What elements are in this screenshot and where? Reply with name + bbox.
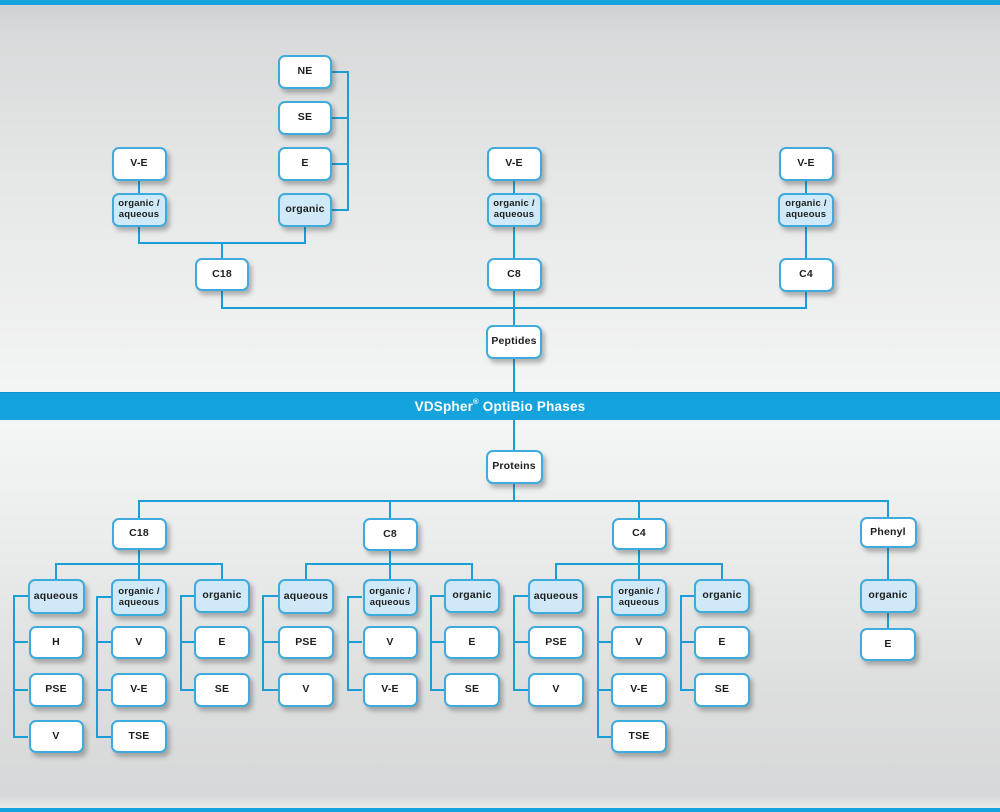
banner-brand: VDSpher xyxy=(414,399,474,414)
top-accent-bar xyxy=(0,0,1000,5)
node-pro-c18-organic-se: SE xyxy=(194,673,250,707)
node-pro-c18-aqueous-v: V xyxy=(28,720,84,753)
node-pep-c4-oa: organic / aqueous xyxy=(778,193,834,227)
node-pro-c4-aqueous: aqueous xyxy=(528,579,584,614)
node-pro-c8-aqueous: aqueous xyxy=(278,579,334,614)
registered-trademark-symbol: ® xyxy=(473,397,479,406)
node-pep-c4-ve: V-E xyxy=(778,147,834,181)
node-proteins: Proteins xyxy=(485,450,543,484)
node-pro-c4: C4 xyxy=(611,518,667,550)
node-pep-c8: C8 xyxy=(486,258,542,291)
node-pep-c4: C4 xyxy=(778,258,834,292)
bottom-accent-bar xyxy=(0,808,1000,812)
node-pep-c18-oa: organic / aqueous xyxy=(111,193,167,227)
node-pro-c4-oa-ve: V-E xyxy=(611,673,667,707)
banner-subtitle: OptiBio Phases xyxy=(482,399,586,414)
node-pro-c8-organic-se: SE xyxy=(444,673,500,707)
node-pro-c18-oa: organic / aqueous xyxy=(111,579,167,616)
node-pro-c4-aqueous-v: V xyxy=(528,673,584,707)
node-pro-c8-oa-v: V xyxy=(362,626,418,659)
node-pro-c8: C8 xyxy=(362,518,418,551)
node-pro-phenyl-organic: organic xyxy=(859,579,917,613)
node-pep-e: E xyxy=(278,147,332,181)
node-pro-c18-oa-ve: V-E xyxy=(111,673,167,707)
node-pro-c8-organic-e: E xyxy=(444,626,500,659)
node-pep-c8-ve: V-E xyxy=(486,147,542,181)
node-peptides: Peptides xyxy=(486,325,542,359)
node-pro-c4-organic: organic xyxy=(694,579,750,613)
node-pro-c4-organic-se: SE xyxy=(694,673,750,707)
node-pep-organic: organic xyxy=(278,193,332,227)
node-pro-phenyl: Phenyl xyxy=(859,517,917,548)
node-pro-c18-organic: organic xyxy=(194,579,250,613)
node-pep-c18-ve: V-E xyxy=(111,147,167,181)
node-pep-c8-oa: organic / aqueous xyxy=(486,193,542,227)
node-pro-c8-aqueous-pse: PSE xyxy=(278,626,334,659)
node-pro-c4-oa-tse: TSE xyxy=(611,720,667,753)
banner: VDSpher®OptiBio Phases xyxy=(0,392,1000,420)
node-pep-ne: NE xyxy=(278,55,332,89)
node-pro-c18-oa-v: V xyxy=(111,626,167,659)
node-pro-c4-organic-e: E xyxy=(694,626,750,659)
node-pro-c4-oa-v: V xyxy=(611,626,667,659)
node-pro-phenyl-e: E xyxy=(860,628,916,661)
node-pep-se: SE xyxy=(278,101,332,135)
node-pro-c8-organic: organic xyxy=(444,579,500,613)
node-pro-c18-aqueous-pse: PSE xyxy=(28,673,84,707)
node-pro-c18-organic-e: E xyxy=(194,626,250,659)
node-pro-c4-oa: organic / aqueous xyxy=(611,579,667,616)
node-pro-c8-oa: organic / aqueous xyxy=(362,579,418,616)
node-pro-c18-aqueous: aqueous xyxy=(27,579,85,614)
node-pro-c4-aqueous-pse: PSE xyxy=(528,626,584,659)
node-pro-c18: C18 xyxy=(111,518,167,550)
node-pep-c18: C18 xyxy=(195,258,249,291)
node-pro-c18-aqueous-h: H xyxy=(28,626,84,659)
node-pro-c8-aqueous-v: V xyxy=(278,673,334,707)
node-pro-c18-oa-tse: TSE xyxy=(111,720,167,753)
banner-title: VDSpher®OptiBio Phases xyxy=(414,397,586,414)
node-pro-c8-oa-ve: V-E xyxy=(362,673,418,707)
